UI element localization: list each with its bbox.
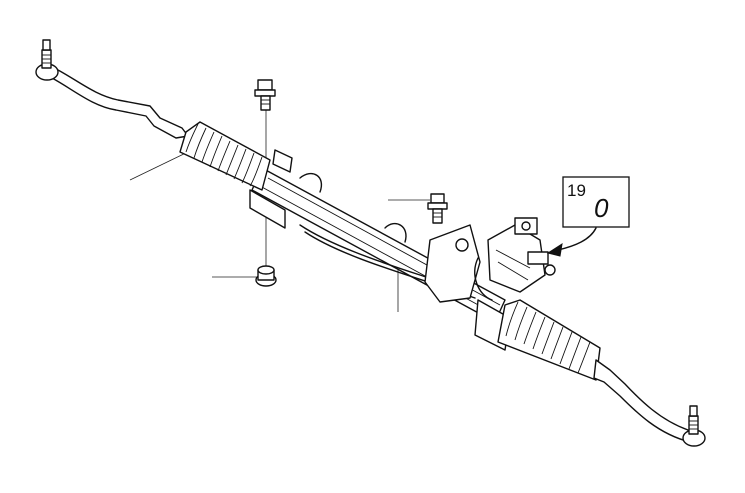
callout-variant: 0	[594, 193, 609, 223]
left-tie-rod	[35, 39, 189, 139]
valve-housing-icon	[474, 217, 556, 301]
right-tie-rod-end-icon	[682, 405, 706, 447]
left-tie-rod-end-icon	[35, 39, 59, 81]
left-mounting-bracket	[249, 149, 323, 229]
bolt-icon-upper-left	[254, 79, 276, 111]
left-bellows-boot	[179, 121, 271, 191]
nut-icon	[255, 265, 277, 287]
callout-box: 19 0	[546, 176, 630, 257]
right-tie-rod	[593, 359, 706, 447]
right-bellows-boot	[497, 299, 601, 381]
callout-number: 19	[567, 181, 586, 200]
bolt-icon-middle	[427, 193, 448, 224]
